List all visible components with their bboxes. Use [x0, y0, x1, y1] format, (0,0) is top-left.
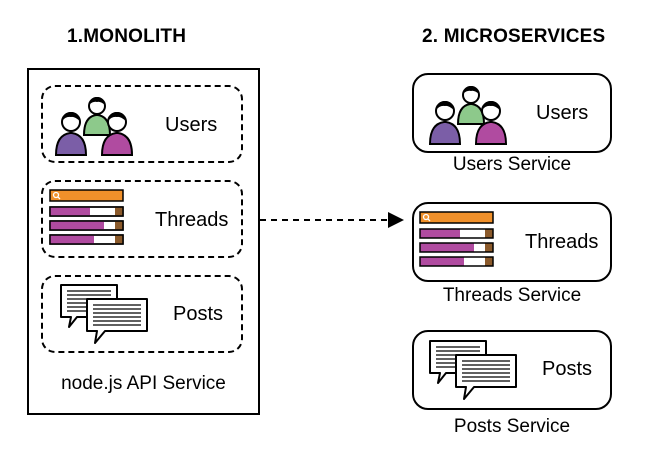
monolith-posts-module	[41, 275, 243, 353]
threads-service-caption: Threads Service	[442, 285, 582, 306]
monolith-threads-label: Threads	[155, 209, 229, 231]
threads-list-icon	[419, 211, 494, 267]
monolith-threads-module	[41, 180, 243, 258]
users-group-icon	[54, 97, 134, 156]
posts-service-label: Posts	[542, 358, 593, 380]
chat-bubbles-icon	[60, 284, 148, 344]
threads-list-icon	[49, 189, 124, 245]
monolith-users-module	[41, 85, 243, 163]
microservices-heading: 2. MICROSERVICES	[422, 26, 606, 47]
chat-bubbles-icon	[429, 340, 517, 400]
monolith-heading: 1.MONOLITH	[67, 26, 187, 47]
monolith-container	[27, 68, 260, 415]
users-service-caption: Users Service	[452, 154, 572, 175]
monolith-footer: node.js API Service	[61, 373, 226, 394]
dashed-arrow-icon	[260, 212, 404, 228]
monolith-posts-label: Posts	[173, 303, 224, 325]
users-service-label: Users	[536, 102, 589, 124]
monolith-users-label: Users	[165, 114, 218, 136]
threads-service-box	[412, 202, 612, 282]
users-service-box	[412, 73, 612, 153]
posts-service-box	[412, 330, 612, 410]
threads-service-label: Threads	[525, 231, 599, 253]
posts-service-caption: Posts Service	[453, 416, 571, 437]
users-group-icon	[428, 86, 508, 145]
